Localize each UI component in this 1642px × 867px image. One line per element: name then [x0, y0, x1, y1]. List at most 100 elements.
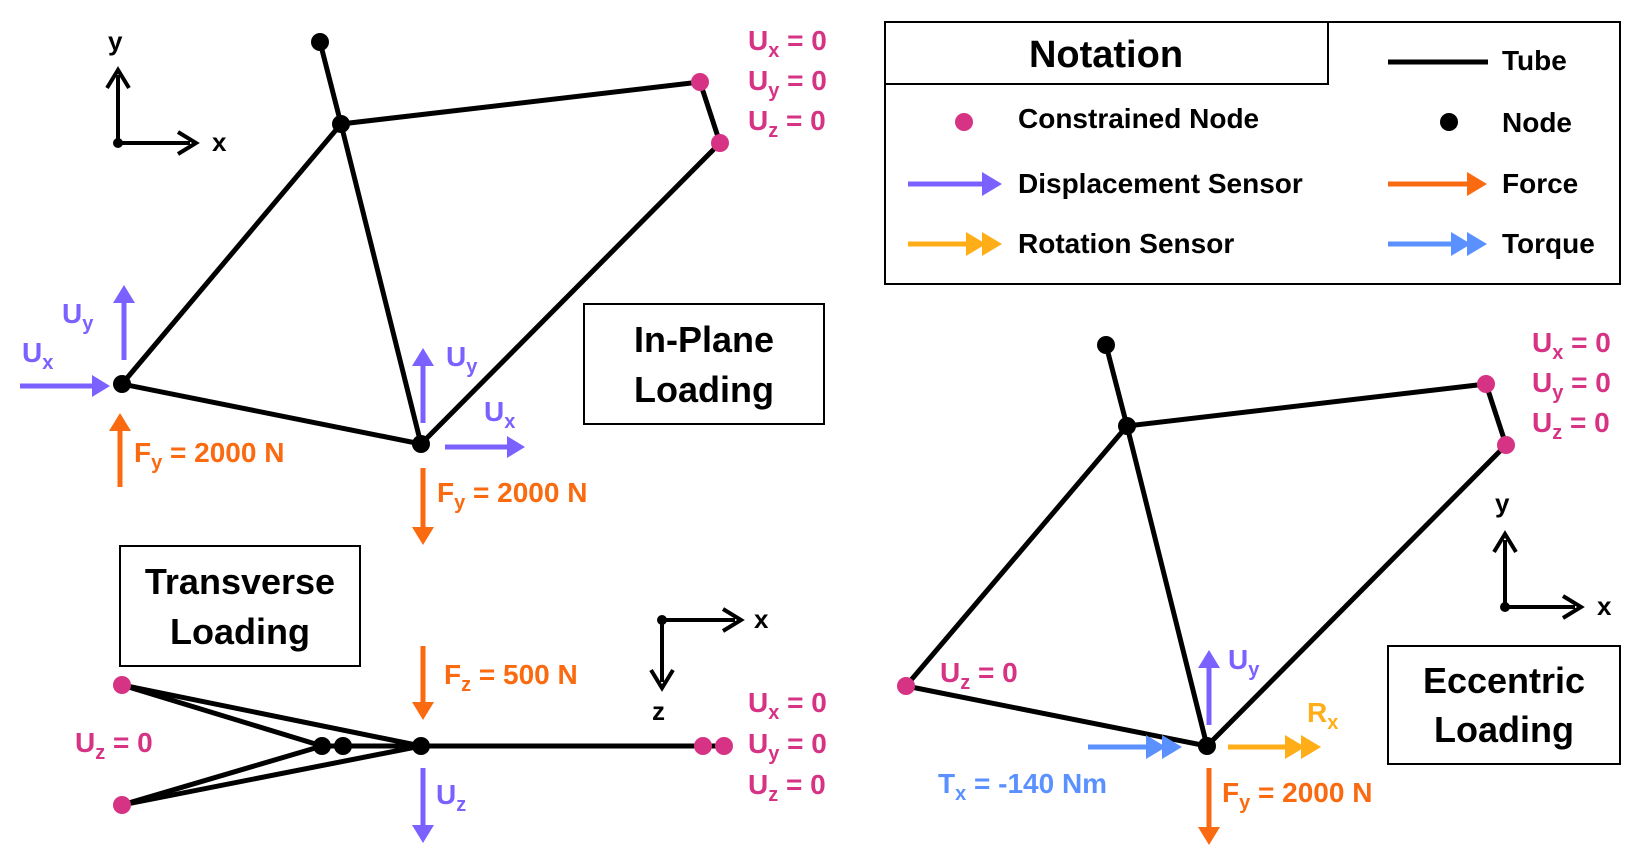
tube: [1126, 381, 1487, 429]
legend-title: Notation: [1029, 34, 1183, 76]
y-axis-arrowhead: [105, 66, 131, 90]
constraint-uy: U: [748, 728, 768, 759]
legend-rotation-arrowhead2: [982, 232, 1002, 256]
legend-node-label: Node: [1502, 107, 1572, 138]
svg-text:Fy = 2000 N: Fy = 2000 N: [134, 437, 284, 474]
svg-text:Uy: Uy: [62, 298, 94, 335]
label-ux-sub: x: [504, 411, 515, 433]
constrained-node: [113, 676, 131, 694]
legend-constrained-node-icon: [955, 113, 973, 131]
node: [313, 737, 331, 755]
inplane-panel: y x Ux = 0 Uy = 0 Uz = 0: [20, 25, 827, 545]
constraint-uz-sub: z: [768, 120, 778, 142]
label-uz-value: = 0: [105, 727, 152, 758]
label-uy-sub: y: [466, 356, 478, 378]
legend-displacement-arrowhead: [982, 172, 1002, 196]
tube: [121, 682, 323, 749]
constraint-ux-sub: x: [768, 702, 779, 724]
displacement-arrowhead: [412, 825, 434, 843]
transverse-title-box: [119, 545, 361, 667]
displacement-arrowhead: [412, 348, 434, 366]
eccentric-panel: Ux = 0 Uy = 0 Uz = 0 y x Uz = 0 Uy Rx Tx…: [897, 327, 1621, 845]
axis-origin: [113, 138, 123, 148]
y-axis-label: y: [1495, 488, 1510, 518]
constraint-eq: = 0: [1562, 407, 1609, 438]
axis-origin: [657, 615, 667, 625]
legend-force-arrowhead: [1467, 172, 1487, 196]
x-axis-arrowhead: [721, 607, 745, 633]
x-axis-label: x: [212, 127, 227, 157]
label-tx: T: [938, 768, 955, 799]
legend-torque-arrowhead: [1451, 232, 1471, 256]
constrained-node: [711, 134, 729, 152]
constraint-uy-sub: y: [1552, 382, 1564, 404]
inplane-tubes: [120, 41, 723, 447]
label-fy-value: = 2000 N: [162, 437, 284, 468]
x-axis-label: x: [754, 604, 769, 634]
node: [1097, 336, 1115, 354]
eccentric-title-line2: Loading: [1434, 709, 1574, 750]
node: [412, 737, 430, 755]
node: [113, 375, 131, 393]
node: [332, 115, 350, 133]
inplane-left-arrows: Ux Uy Fy = 2000 N: [20, 285, 284, 487]
label-uz-value: = 0: [970, 657, 1017, 688]
svg-text:Uz = 0: Uz = 0: [748, 105, 826, 142]
label-uy: U: [446, 341, 466, 372]
constraint-eq: = 0: [778, 769, 825, 800]
constrained-node: [113, 796, 131, 814]
svg-text:Fz = 500 N: Fz = 500 N: [444, 659, 578, 696]
label-fy-sub: y: [454, 492, 466, 514]
node: [334, 737, 352, 755]
displacement-arrowhead: [92, 375, 110, 397]
node: [311, 33, 329, 51]
constraint-eq: = 0: [779, 728, 826, 759]
constraint-uy: U: [748, 65, 768, 96]
constrained-node: [715, 737, 733, 755]
label-ux-sub: x: [42, 352, 53, 374]
tube: [121, 743, 323, 808]
eccentric-title-box: [1387, 645, 1621, 765]
axis-origin: [1500, 602, 1510, 612]
tube: [419, 141, 722, 446]
displacement-arrowhead: [1198, 650, 1220, 668]
node: [1198, 737, 1216, 755]
transverse-axes: [649, 607, 745, 692]
legend-tube-label: Tube: [1502, 45, 1567, 76]
svg-text:Fy = 2000 N: Fy = 2000 N: [437, 477, 587, 514]
constraint-eq: = 0: [1563, 327, 1610, 358]
label-fy-value: = 2000 N: [465, 477, 587, 508]
svg-text:Uz = 0: Uz = 0: [1532, 407, 1610, 444]
label-fy-value: = 2000 N: [1250, 777, 1372, 808]
node: [412, 435, 430, 453]
svg-text:Ux = 0: Ux = 0: [748, 25, 827, 62]
svg-text:Fy = 2000 N: Fy = 2000 N: [1222, 777, 1372, 814]
svg-text:Ux: Ux: [22, 337, 53, 374]
notation-legend: Notation Tube Constrained Node Node Disp…: [884, 21, 1621, 285]
inplane-constraints: Ux = 0 Uy = 0 Uz = 0: [748, 25, 827, 142]
svg-text:Ux = 0: Ux = 0: [1532, 327, 1611, 364]
label-uy-sub: y: [82, 313, 94, 335]
rotation-arrowhead2: [1301, 735, 1321, 759]
tube: [340, 79, 701, 127]
legend-node-icon: [1440, 113, 1458, 131]
legend-displacement-label: Displacement Sensor: [1018, 168, 1303, 199]
x-axis-label: x: [1597, 591, 1612, 621]
tube: [904, 424, 1129, 688]
label-fy-sub: y: [1239, 792, 1251, 814]
svg-text:Rx: Rx: [1307, 697, 1338, 734]
tube: [317, 41, 344, 125]
label-fz: F: [444, 659, 461, 690]
legend-force-label: Force: [1502, 168, 1578, 199]
svg-text:Tx = -140 Nm: Tx = -140 Nm: [938, 768, 1107, 805]
x-axis-arrowhead: [176, 130, 200, 156]
constraint-eq: = 0: [779, 65, 826, 96]
tube: [338, 123, 424, 445]
eccentric-axes: [1492, 530, 1585, 620]
eccentric-tubes: [904, 344, 1509, 749]
svg-text:Ux: Ux: [484, 396, 515, 433]
force-arrowhead: [1198, 827, 1220, 845]
transverse-title-line1: Transverse: [145, 561, 335, 602]
constraint-uz: U: [748, 769, 768, 800]
label-uz: U: [436, 779, 456, 810]
